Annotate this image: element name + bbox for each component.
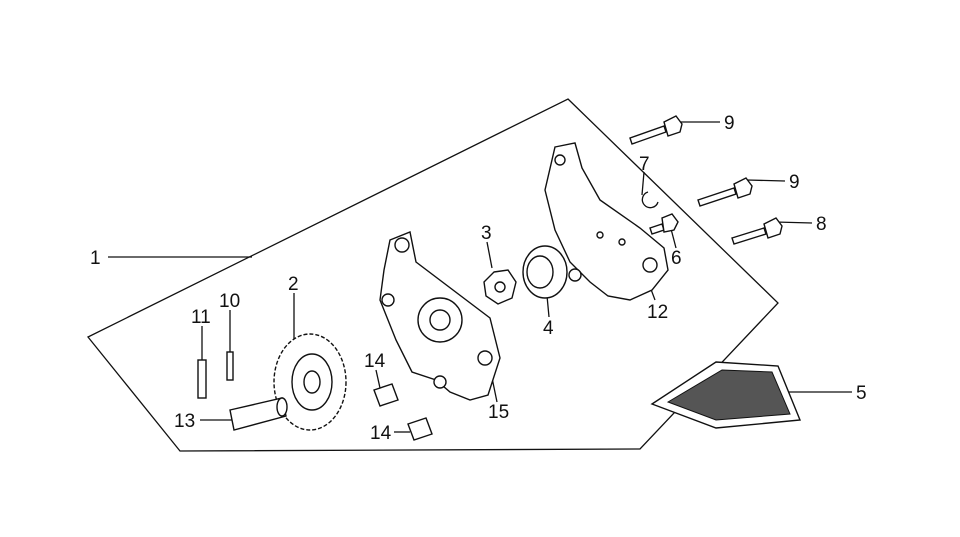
shaft-13 (229, 397, 288, 431)
callout-3: 3 (481, 223, 492, 244)
pin-10 (226, 351, 234, 381)
callout-5: 5 (856, 383, 867, 404)
pin-11 (197, 359, 207, 399)
pump-cover-12 (544, 142, 669, 301)
bolt-8 (731, 217, 783, 245)
clip-7 (641, 191, 659, 209)
callout-8: 8 (816, 214, 827, 235)
callout-1: 1 (90, 248, 101, 269)
assembly-outline (86, 98, 779, 452)
dowel-14a (373, 383, 399, 407)
callout-15: 15 (488, 402, 509, 423)
callout-7: 7 (639, 154, 650, 175)
dowel-14b (407, 417, 433, 441)
callout-9b: 9 (789, 172, 800, 193)
callout-12: 12 (647, 302, 668, 323)
callout-10: 10 (219, 291, 240, 312)
callout-14a: 14 (364, 351, 386, 372)
callout-9a: 9 (724, 113, 735, 134)
inner-rotor-3 (483, 269, 517, 305)
strainer-5 (650, 361, 802, 429)
callout-13: 13 (174, 411, 195, 432)
callout-11: 11 (191, 307, 211, 328)
pump-body-15 (379, 231, 501, 401)
callout-14b: 14 (370, 423, 392, 444)
bolt-9b (697, 177, 753, 207)
callout-2: 2 (288, 274, 299, 295)
outer-rotor-4 (522, 245, 568, 299)
callout-4: 4 (543, 318, 554, 339)
gear-2 (273, 333, 347, 431)
bolt-9a (629, 115, 683, 145)
bolt-6 (649, 213, 679, 235)
callout-6: 6 (671, 248, 682, 269)
